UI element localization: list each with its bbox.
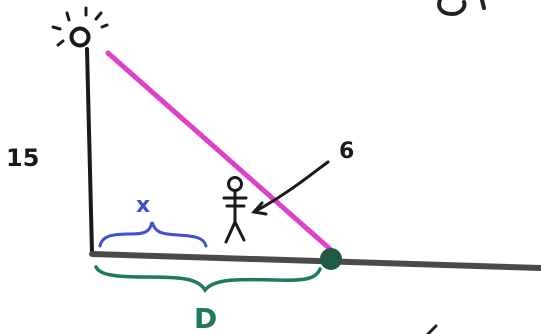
pole-height-label: 15: [6, 144, 39, 172]
height-pointer-arrow: [251, 160, 330, 216]
d-brace: [94, 265, 322, 294]
x-brace: [98, 221, 208, 248]
shadow-tip-point: [320, 248, 342, 270]
person-height-label: 6: [339, 139, 354, 164]
lamp-icon: [51, 6, 109, 48]
light-ray: [105, 50, 333, 252]
cropped-scribble-top: [437, 0, 486, 17]
ground-line: [89, 251, 541, 271]
cropped-stroke-bottom: [426, 324, 438, 334]
stick-figure-icon: [222, 176, 248, 244]
shadow-tip-distance-label: D: [194, 302, 217, 334]
person-distance-label: x: [136, 193, 150, 218]
lamp-pole: [85, 47, 94, 255]
